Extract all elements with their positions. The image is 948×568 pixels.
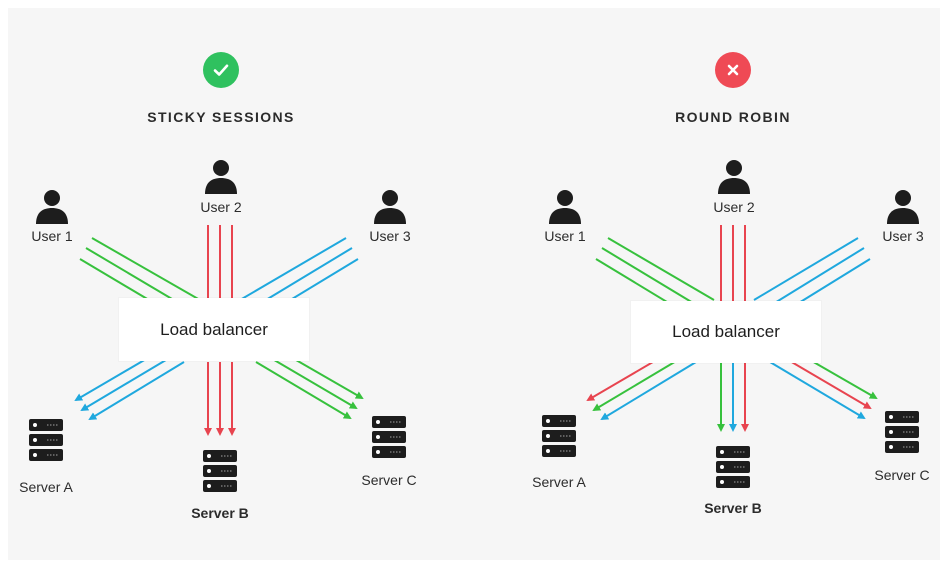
arrow-to-server-a bbox=[88, 361, 185, 421]
user-icon bbox=[374, 190, 406, 224]
server-label: Server C bbox=[361, 472, 417, 488]
user-label: User 3 bbox=[369, 228, 411, 244]
user-label: User 2 bbox=[200, 199, 242, 215]
server-icon bbox=[203, 450, 237, 492]
arrow-to-server-c bbox=[777, 353, 872, 410]
user-icon bbox=[205, 160, 237, 194]
server-label: Server A bbox=[532, 474, 586, 490]
cross-icon bbox=[727, 64, 739, 76]
server-icon bbox=[885, 411, 919, 453]
panel-title: ROUND ROBIN bbox=[675, 109, 791, 125]
user-label: User 1 bbox=[544, 228, 586, 244]
status-badge bbox=[203, 52, 239, 88]
server-icon bbox=[29, 419, 63, 461]
user-label: User 1 bbox=[31, 228, 73, 244]
server-label: Server A bbox=[19, 479, 73, 495]
arrow-user3-in bbox=[239, 237, 347, 301]
check-icon bbox=[213, 64, 229, 76]
panel-background bbox=[8, 8, 474, 560]
round-robin-panel: ROUND ROBIN User 1 User 2 User 3 Load ba… bbox=[474, 0, 948, 568]
arrow-to-server-c bbox=[255, 361, 352, 420]
panel-title: STICKY SESSIONS bbox=[147, 109, 295, 125]
load-balancer-box: Load balancer bbox=[631, 301, 821, 363]
sticky-sessions-panel: STICKY SESSIONS User 1 User 2 User 3 Loa… bbox=[8, 8, 474, 560]
arrow-to-server-c bbox=[263, 353, 358, 410]
user-label: User 2 bbox=[713, 199, 755, 215]
user-icon bbox=[549, 190, 581, 224]
arrow-user1-in bbox=[91, 237, 201, 301]
user-icon bbox=[718, 160, 750, 194]
status-badge bbox=[715, 52, 751, 88]
arrow-to-server-a bbox=[592, 353, 689, 412]
user-label: User 3 bbox=[882, 228, 924, 244]
server-label: Server B bbox=[704, 500, 762, 516]
server-icon bbox=[542, 415, 576, 457]
server-icon bbox=[372, 416, 406, 458]
user-icon bbox=[887, 190, 919, 224]
arrow-to-server-c bbox=[769, 361, 866, 420]
load-balancer-box: Load balancer bbox=[119, 298, 309, 361]
server-label: Server C bbox=[874, 467, 930, 483]
arrow-to-server-a bbox=[600, 361, 697, 421]
arrow-user3-in bbox=[753, 237, 859, 301]
user-icon bbox=[36, 190, 68, 224]
server-icon bbox=[716, 446, 750, 488]
arrows-layer bbox=[74, 225, 364, 436]
arrow-user1-in bbox=[607, 237, 715, 301]
server-label: Server B bbox=[191, 505, 249, 521]
arrow-to-server-a bbox=[80, 353, 177, 412]
panel-background bbox=[474, 8, 940, 560]
